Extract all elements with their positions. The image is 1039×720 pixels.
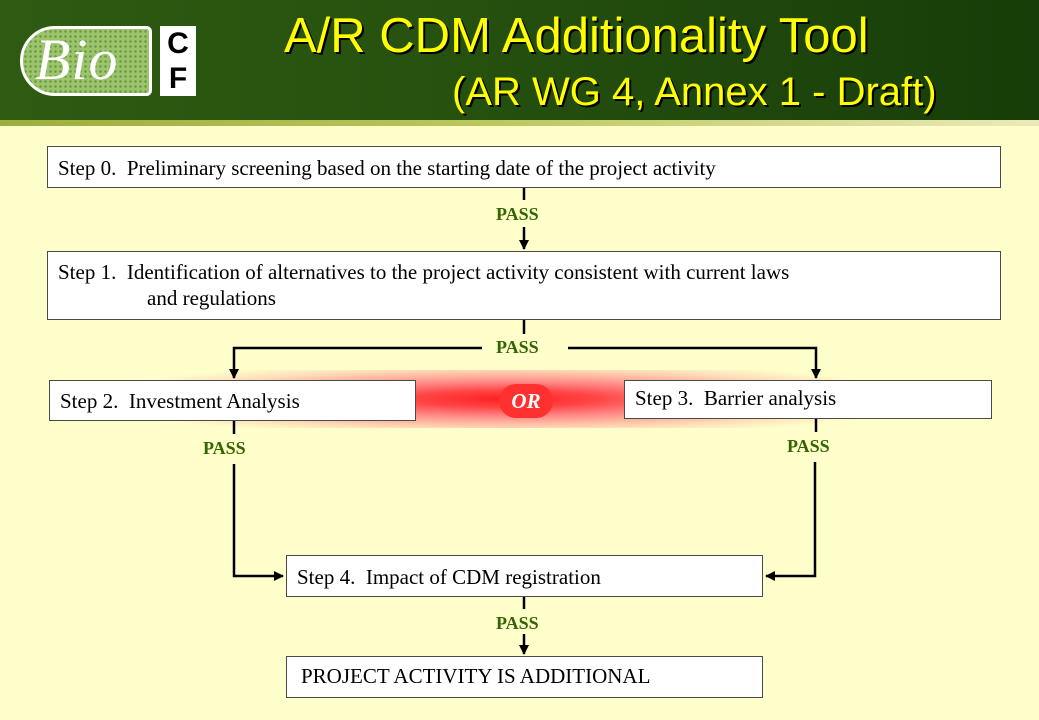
step-2-label: Step 2. Investment Analysis	[60, 389, 300, 413]
biocf-logo: Bio C F	[20, 18, 200, 102]
step-3-box: Step 3. Barrier analysis	[624, 380, 992, 419]
page-title: A/R CDM Additionality Tool	[284, 9, 869, 63]
pass-label-step3: PASS	[787, 436, 830, 456]
logo-cf-badge: C F	[160, 26, 196, 96]
step-0-label: Step 0. Preliminary screening based on t…	[58, 156, 716, 180]
step-1-box: Step 1. Identification of alternatives t…	[47, 251, 1001, 320]
page-subtitle: (AR WG 4, Annex 1 - Draft)	[452, 70, 937, 114]
header-divider	[0, 120, 1039, 126]
step-3-label: Step 3. Barrier analysis	[635, 386, 837, 410]
logo-bio-badge: Bio	[20, 26, 152, 96]
logo-bio-text: Bio	[35, 27, 119, 92]
step-4-box: Step 4. Impact of CDM registration	[286, 555, 763, 597]
pass-label-step1: PASS	[496, 337, 539, 357]
header-banner: Bio C F A/R CDM Additionality Tool (AR W…	[0, 0, 1039, 120]
connector-step2-step4	[232, 464, 284, 581]
connector-step3-step4	[765, 462, 817, 581]
logo-f-letter: F	[168, 62, 188, 95]
step-2-box: Step 2. Investment Analysis	[49, 380, 416, 421]
step-4-label: Step 4. Impact of CDM registration	[297, 565, 601, 589]
pass-label-step2: PASS	[203, 438, 246, 458]
step-1-label-line2: and regulations	[147, 286, 276, 310]
result-label: PROJECT ACTIVITY IS ADDITIONAL	[301, 664, 651, 688]
result-box: PROJECT ACTIVITY IS ADDITIONAL	[286, 656, 763, 698]
connector-branch-step3	[568, 346, 821, 379]
pass-label-step0: PASS	[496, 204, 539, 224]
pass-label-step4: PASS	[496, 613, 539, 633]
connector-branch-step2	[229, 346, 482, 379]
step-0-box: Step 0. Preliminary screening based on t…	[47, 146, 1001, 188]
or-label: OR	[499, 384, 553, 418]
step-1-label-line1: Step 1. Identification of alternatives t…	[58, 260, 790, 284]
logo-c-letter: C	[167, 27, 189, 60]
